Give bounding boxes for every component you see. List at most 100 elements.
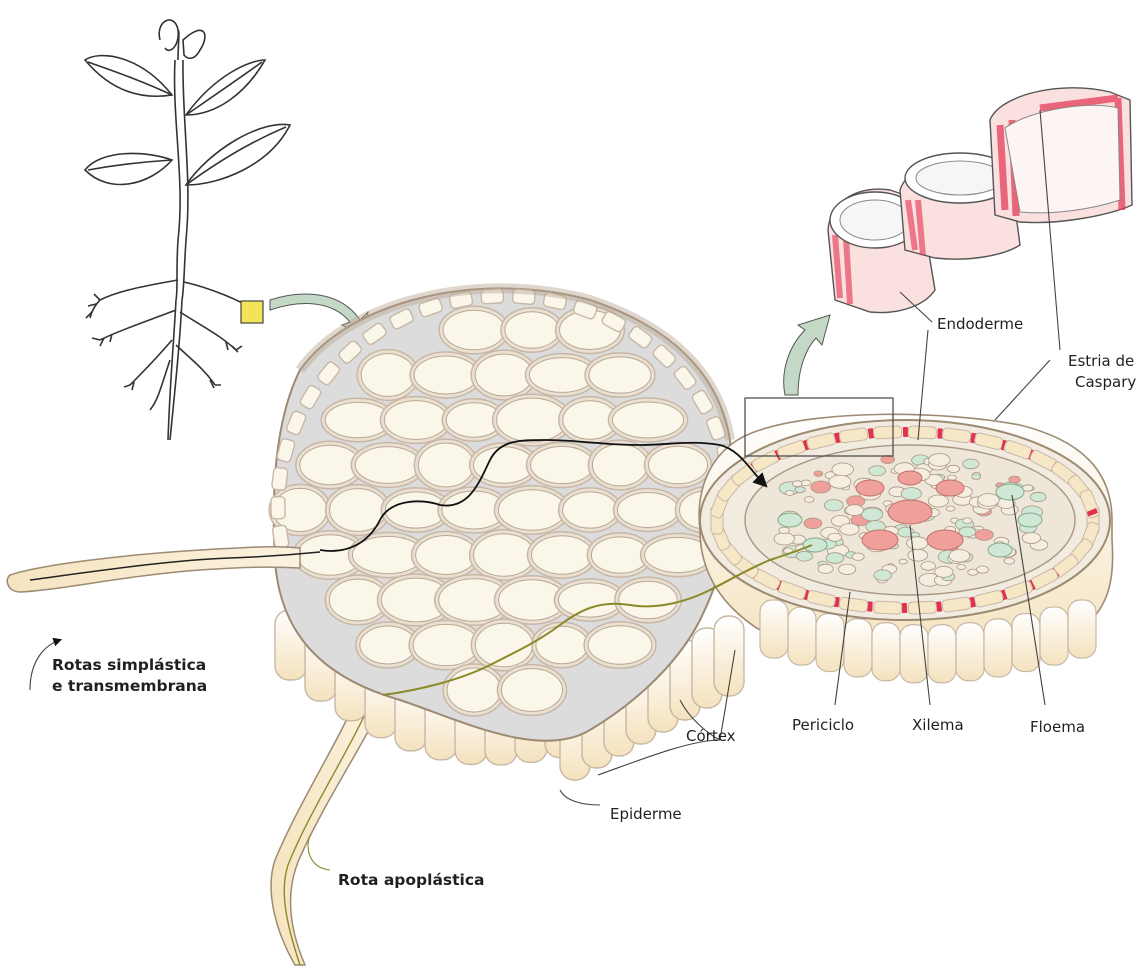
stele-cell — [801, 480, 811, 486]
stele-cell — [928, 495, 948, 507]
stele-epidermis-cell — [956, 623, 984, 681]
stele-cell — [963, 518, 972, 524]
cortex-cell — [355, 447, 420, 484]
root-system — [86, 280, 258, 410]
stele-cell — [846, 505, 864, 516]
cortex-cell — [474, 447, 535, 483]
cortex-cell — [505, 312, 559, 348]
stele-cell — [929, 454, 950, 467]
stele-cell — [1004, 558, 1014, 564]
cortex-cell — [619, 581, 677, 619]
cortex-cell — [475, 354, 533, 396]
cortex-cell — [531, 446, 594, 483]
stele-cell — [824, 500, 843, 511]
xylem-vessel — [936, 480, 964, 496]
stele-section — [699, 414, 1113, 682]
phloem-cell — [1018, 513, 1042, 527]
stele-cell — [832, 463, 854, 476]
stele-cell — [804, 518, 822, 529]
stele-cell — [814, 471, 823, 476]
stele-cell — [946, 506, 955, 511]
stele-cell — [935, 566, 953, 577]
stele-epidermis-cell — [928, 625, 956, 683]
stele-cell — [949, 550, 970, 563]
stele-cell — [874, 570, 892, 581]
phloem-cell — [988, 543, 1012, 557]
stele-cell — [828, 533, 842, 541]
stele-cell — [1030, 492, 1046, 501]
cortex-cell — [563, 492, 618, 528]
cortex-cell — [474, 534, 535, 576]
cortex-cell — [418, 443, 473, 487]
stele-cell — [975, 529, 993, 540]
stele-cell — [786, 490, 794, 495]
xylem-vessel — [898, 471, 922, 485]
stele-cell — [796, 551, 812, 561]
stele-cell — [978, 494, 999, 507]
casparian-strip — [903, 427, 908, 437]
cortex-cell — [617, 493, 678, 528]
cortex-edge-cell — [271, 497, 285, 519]
stele-cell — [839, 564, 856, 574]
cortex-cell — [384, 401, 447, 440]
cortex-edge-cell — [272, 467, 289, 491]
stele-epidermis-cell — [760, 600, 788, 658]
cortex-cell — [361, 354, 415, 397]
endodermis-cell — [873, 601, 901, 614]
stele-cell — [899, 559, 907, 564]
label-epiderme: Epiderme — [610, 805, 682, 823]
stele-cell — [972, 474, 981, 479]
label-estria-line1: Estria de — [1068, 352, 1134, 370]
label-floema: Floema — [1030, 718, 1085, 736]
cortex-cell — [612, 402, 683, 438]
xylem-vessel — [862, 530, 898, 550]
label-rota-apoplastica: Rota apoplástica — [338, 870, 485, 890]
cortex-cell — [588, 626, 652, 664]
cortex-cell — [589, 357, 651, 393]
stele-cell — [811, 481, 831, 493]
cortex-cell — [592, 444, 647, 486]
stele-cell — [881, 455, 895, 463]
xylem-vessel — [927, 530, 963, 550]
cortex-cell — [414, 356, 478, 394]
label-endoderme: Endoderme — [937, 315, 1023, 333]
root-hair-left — [7, 547, 300, 592]
cortex-cell — [413, 624, 479, 665]
stele-cell — [1009, 476, 1020, 483]
plant-illustration — [85, 20, 290, 440]
stele-epidermis-cell — [844, 619, 872, 677]
label-cortex: Córtex — [686, 727, 736, 745]
xylem-vessel — [888, 500, 932, 524]
stele-cell — [957, 564, 966, 569]
cortex-cell — [498, 490, 565, 531]
xylem-vessel — [856, 480, 884, 496]
phloem-cell — [778, 513, 802, 527]
stele-epidermis-cell — [788, 607, 816, 665]
stele-cell — [963, 459, 979, 469]
label-rotas-line1: Rotas simplástica — [52, 655, 206, 675]
phloem-cell — [803, 538, 827, 552]
stele-cell — [947, 465, 959, 472]
cortex-cell — [475, 623, 532, 667]
stele-cell — [826, 553, 844, 564]
cortex-cell — [558, 583, 621, 617]
stele-cell — [901, 488, 921, 500]
stele-cell — [852, 553, 864, 560]
stele-epidermis-cell — [816, 614, 844, 672]
casparian-strip — [902, 603, 907, 613]
label-estria-line2: Caspary — [1075, 373, 1136, 391]
endodermis-cell — [908, 601, 936, 614]
cortex-cell — [416, 536, 477, 575]
cortex-cell — [447, 668, 501, 712]
cortex-cell — [648, 446, 707, 484]
label-xilema: Xilema — [912, 716, 964, 734]
magnify-arrow-2 — [784, 315, 830, 395]
stele-epidermis-cell — [984, 619, 1012, 677]
label-rotas-line2: e transmembrana — [52, 676, 207, 696]
stele-epidermis-cell — [1040, 607, 1068, 665]
stele-cell — [977, 566, 989, 573]
cortex-cell — [360, 626, 416, 664]
stele-cell — [818, 564, 833, 573]
